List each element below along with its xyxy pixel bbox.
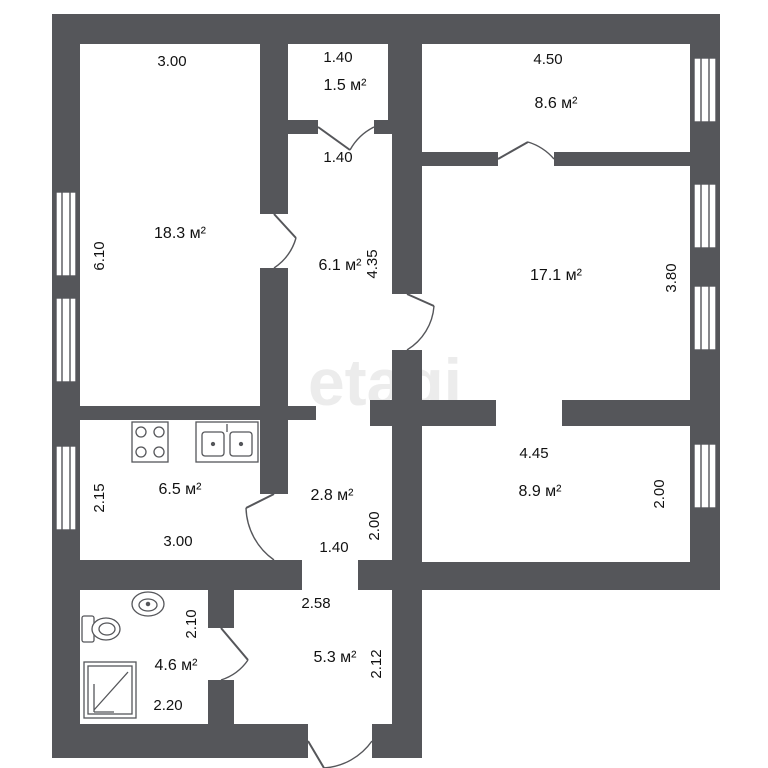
wall-room86-bottom-left [422, 152, 498, 166]
area-hall: 6.1 м² [318, 257, 362, 274]
windows [55, 57, 717, 531]
dim-room18-height: 6.10 [91, 241, 108, 270]
area-wc: 1.5 м² [323, 77, 367, 94]
wall-room17-bottom-right [562, 400, 690, 426]
area-entry: 5.3 м² [313, 649, 357, 666]
stove-icon [131, 421, 169, 463]
window-room17-lower [693, 285, 717, 351]
shower-tray-icon [83, 661, 137, 719]
dim-kitchen-height: 2.15 [91, 483, 108, 512]
wall-room89-west [392, 350, 422, 562]
dim-kitchen-width: 3.00 [163, 533, 192, 550]
wall-kitchen-east [260, 420, 288, 494]
dim-bath-height: 2.10 [183, 609, 200, 638]
outer-wall-left [52, 14, 80, 758]
double-sink-icon [195, 421, 259, 463]
window-room18-upper [55, 191, 77, 277]
area-room18: 18.3 м² [154, 225, 207, 242]
dim-corridor-width: 1.40 [319, 539, 348, 556]
door-entrance[interactable] [307, 740, 373, 768]
wall-bath-east-upper [208, 590, 234, 628]
washbasin-icon [131, 591, 165, 617]
wall-room17-bottom-left [370, 400, 496, 426]
dim-entry-height: 2.12 [368, 649, 385, 678]
wall-room18-east-upper [260, 44, 288, 214]
outer-wall-bottom-right [392, 562, 720, 590]
dim-wc-width: 1.40 [323, 49, 352, 66]
dim-corridor-height: 2.00 [366, 511, 383, 540]
dim-room89-width: 4.45 [519, 445, 548, 462]
dim-bath-width: 2.20 [153, 697, 182, 714]
outer-wall-top [52, 14, 720, 44]
door-kitchen[interactable] [245, 493, 275, 561]
window-kitchen [55, 445, 77, 531]
wall-wc-bottom-left [288, 120, 318, 134]
dim-hall-height: 4.35 [364, 249, 381, 278]
wall-wc-bottom-right [374, 120, 422, 134]
dim-room18-width: 3.00 [157, 53, 186, 70]
wall-room86-bottom-right [554, 152, 690, 166]
outer-wall-bottom-left [52, 724, 308, 758]
wall-bath-east-lower [208, 680, 234, 724]
window-room18-lower [55, 297, 77, 383]
area-room89: 8.9 м² [518, 483, 562, 500]
dim-entry-width: 2.58 [301, 595, 330, 612]
wall-wc-east [388, 44, 422, 134]
area-room17: 17.1 м² [530, 267, 583, 284]
labels: 3.00 6.10 18.3 м² 1.40 1.5 м² 4.50 8.6 м… [91, 49, 680, 714]
wall-room18-east-lower [260, 268, 288, 414]
wall-room18-bottom [80, 406, 316, 420]
toilet-icon [81, 615, 121, 643]
area-corridor: 2.8 м² [310, 487, 354, 504]
wall-corridor-bottom-right [358, 560, 422, 590]
dim-hall-width: 1.40 [323, 149, 352, 166]
door-wc[interactable] [317, 126, 375, 151]
dim-room89-height: 2.00 [651, 479, 668, 508]
doors [220, 126, 555, 768]
dim-room86-width: 4.50 [533, 51, 562, 68]
door-room18[interactable] [273, 213, 297, 269]
window-room89 [693, 443, 717, 509]
area-bathroom: 4.6 м² [154, 657, 198, 674]
dim-room17-height: 3.80 [663, 263, 680, 292]
door-bathroom[interactable] [220, 627, 249, 681]
window-room86 [693, 57, 717, 123]
wall-kitchen-bottom [80, 560, 302, 590]
outer-wall-bottom-right-stub [372, 724, 422, 758]
door-room17[interactable] [406, 293, 435, 351]
area-room86: 8.6 м² [534, 95, 578, 112]
window-room17-upper [693, 183, 717, 249]
area-kitchen: 6.5 м² [158, 481, 202, 498]
door-room86[interactable] [497, 141, 555, 160]
wall-hall-east-upper [392, 134, 422, 294]
